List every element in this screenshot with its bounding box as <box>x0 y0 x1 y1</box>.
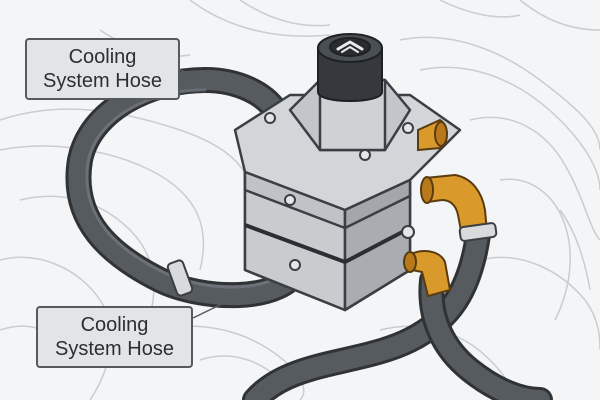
hose-clamp-right <box>458 222 498 242</box>
callout-leaders <box>179 69 231 319</box>
pump-cap <box>317 33 383 102</box>
cooling-hose-left <box>65 66 313 309</box>
hose-clamp-left <box>166 259 194 297</box>
cooling-hose-right <box>242 222 553 400</box>
callout-cooling-system-hose-bottom: Cooling System Hose <box>36 306 193 368</box>
callout-cooling-system-hose-top: Cooling System Hose <box>25 38 180 100</box>
chevron-logo-icon <box>336 40 364 53</box>
brass-fittings <box>403 118 489 298</box>
housing-screws <box>264 112 415 271</box>
pump-housing <box>233 78 462 312</box>
